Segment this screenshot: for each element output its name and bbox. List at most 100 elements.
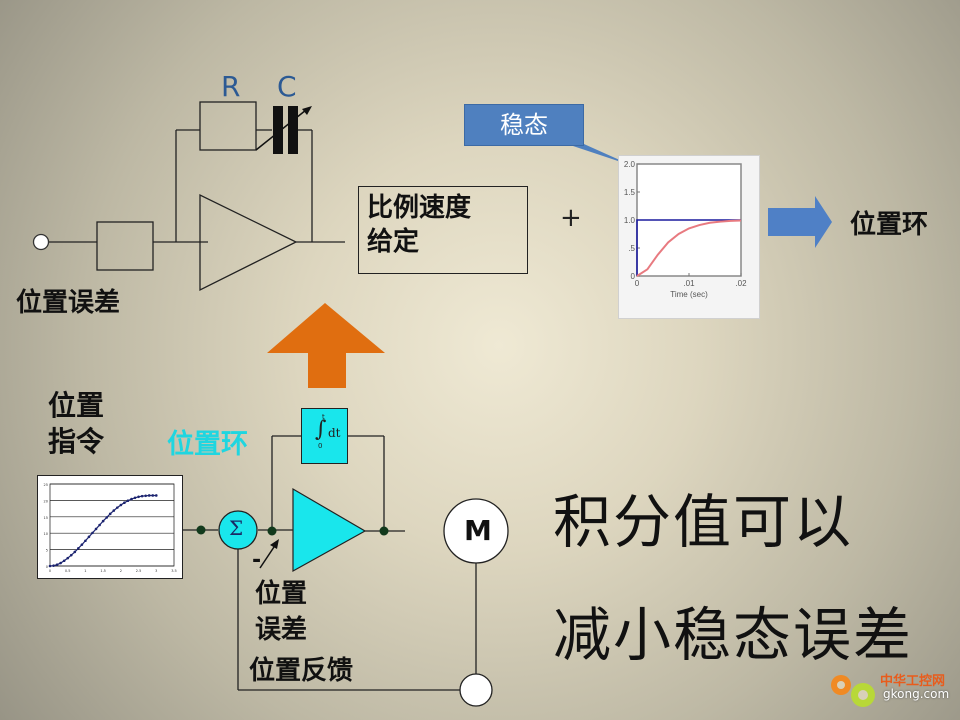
integrator-dt: dt (328, 426, 341, 440)
callout-pointer (555, 140, 633, 166)
x-axis-label: Time (sec) (670, 290, 708, 299)
y-tick-label: 10 (44, 532, 48, 536)
minus-sign: - (252, 548, 262, 573)
x-tick-label: 1 (84, 569, 86, 573)
x-tick-label: 2.5 (136, 569, 142, 573)
y-tick-label: 0 (46, 565, 48, 569)
data-point (48, 564, 52, 568)
data-point (91, 531, 94, 535)
integral-icon: ∫ (315, 417, 327, 442)
op-amp (199, 193, 298, 292)
data-point (133, 496, 137, 500)
data-point (87, 535, 91, 539)
data-point (55, 563, 59, 566)
node-dot (379, 526, 389, 536)
data-point (144, 494, 147, 498)
data-point (108, 512, 112, 516)
proportional-speed-box: 比例速度 给定 (358, 186, 528, 274)
x-tick-label: 0 (635, 279, 640, 288)
data-point (126, 499, 130, 503)
label-line: 位置 (255, 579, 308, 609)
feedback-arrow (259, 543, 277, 569)
right-arrow-icon (768, 196, 832, 248)
data-point (119, 503, 123, 507)
x-tick-label: .01 (683, 279, 695, 288)
y-tick-label: 5 (46, 549, 48, 553)
position-error-bottom-label: 位置 误差 (255, 576, 307, 648)
data-point (112, 509, 116, 512)
data-point (140, 494, 144, 498)
data-point (62, 559, 66, 563)
y-tick-label: 0 (631, 272, 636, 281)
y-tick-label: 2.0 (624, 160, 636, 169)
gear-icon (831, 675, 875, 707)
data-point (98, 523, 101, 527)
up-arrow-icon (267, 303, 385, 388)
summing-junction (218, 510, 258, 550)
variable-capacitor-c (255, 106, 312, 154)
encoder (459, 673, 493, 707)
data-point (151, 494, 155, 497)
data-point (77, 546, 80, 550)
position-error-label: 位置误差 (16, 288, 121, 318)
y-tick-label: 1.5 (624, 188, 636, 197)
position-loop-cyan-label: 位置环 (167, 429, 248, 460)
integral-lower: 0 (318, 442, 323, 450)
watermark-url: gkong.com (883, 687, 950, 701)
y-tick-label: 25 (44, 483, 48, 487)
box-line-1: 比例速度 (367, 193, 472, 223)
y-tick-label: 20 (44, 499, 48, 503)
data-point (123, 501, 126, 504)
data-point (73, 550, 77, 554)
sigma-icon: Σ (229, 516, 244, 540)
x-tick-label: 3.5 (171, 569, 177, 573)
data-point (94, 527, 98, 531)
data-point (66, 556, 70, 560)
data-point (52, 564, 55, 567)
motor-label: M (464, 514, 492, 547)
position-feedback-label: 位置反馈 (249, 656, 354, 686)
data-point (59, 561, 62, 565)
top-pi-circuit (48, 101, 345, 292)
integral-upper: t (322, 413, 325, 421)
conclusion-line-1: 积分值可以 (553, 488, 854, 556)
y-tick-label: 15 (44, 516, 48, 520)
box-line-2: 给定 (367, 227, 420, 257)
steady-state-callout: 稳态 (464, 104, 584, 146)
data-point (80, 543, 84, 546)
label-line: 指令 (48, 425, 105, 458)
series-setpoint (636, 219, 741, 276)
y-tick-label: 1.0 (624, 216, 636, 225)
x-tick-label: 3 (155, 569, 157, 573)
watermark: 中华工控网 gkong.com (825, 665, 960, 720)
position-loop-label: 位置环 (850, 210, 929, 240)
resistor-label: R (221, 70, 241, 103)
conclusion-line-2: 减小稳态误差 (553, 601, 914, 669)
input-resistor (96, 221, 154, 271)
x-tick-label: .02 (735, 279, 747, 288)
position-command-label: 位置 指令 (48, 388, 104, 460)
data-point (105, 516, 108, 519)
capacitor-label: C (277, 70, 297, 103)
node-dot (267, 526, 277, 536)
feedback-resistor-r (199, 101, 257, 151)
plot-area (49, 483, 175, 567)
data-point (101, 519, 105, 523)
data-point (130, 497, 133, 501)
data-point (147, 494, 151, 497)
plus-sign: + (560, 203, 582, 233)
data-point (84, 539, 87, 543)
node-dot (196, 525, 206, 535)
data-point (69, 553, 73, 557)
x-tick-label: 1.5 (100, 569, 106, 573)
input-terminal (32, 233, 50, 251)
arrowhead (270, 539, 279, 549)
motor (443, 498, 509, 564)
x-tick-label: 0.5 (65, 569, 71, 573)
data-point (116, 506, 119, 509)
